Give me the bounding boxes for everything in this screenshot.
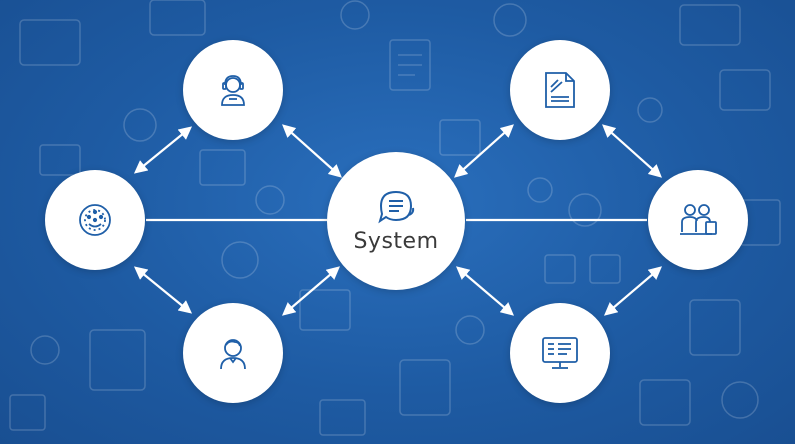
node-center[interactable]: System [327, 152, 465, 290]
arrow-bottomleft-center [281, 266, 341, 316]
node-right[interactable] [648, 170, 748, 270]
node-bottom-right[interactable] [510, 303, 610, 403]
arrow-bottomright-right [603, 266, 663, 316]
arrow-center-bottomright [455, 266, 515, 316]
node-left[interactable] [45, 170, 145, 270]
arrow-left-topleft [133, 126, 193, 174]
arrow-center-topright [454, 124, 514, 178]
arrow-topleft-center [282, 124, 342, 178]
document-icon [545, 72, 575, 108]
center-label: System [353, 228, 439, 254]
support-agent-icon [221, 75, 245, 106]
node-bottom-left[interactable] [183, 303, 283, 403]
node-top-left[interactable] [183, 40, 283, 140]
monitor-icon [542, 337, 578, 369]
arrow-topright-right [602, 124, 662, 178]
chat-list-icon [378, 190, 415, 223]
user-icon [220, 339, 246, 370]
network-globe-icon [79, 204, 111, 236]
node-top-right[interactable] [510, 40, 610, 140]
arrow-left-bottomleft [133, 266, 193, 314]
team-icon [680, 204, 717, 235]
